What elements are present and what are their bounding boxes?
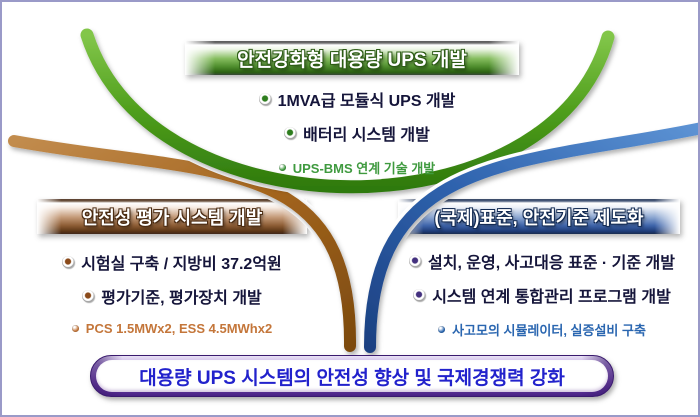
target-bullet-icon bbox=[258, 93, 271, 105]
dot-bullet-icon bbox=[278, 164, 286, 171]
dot-bullet-icon bbox=[438, 326, 446, 333]
right-item-2-label: 시스템 연계 통합관리 프로그램 개발 bbox=[432, 289, 671, 306]
bottom-banner-inner: 대용량 UPS 시스템의 안전성 향상 및 국제경쟁력 강화 bbox=[96, 360, 608, 392]
right-item-1-label: 설치, 운영, 사고대응 표준 · 기준 개발 bbox=[428, 255, 675, 272]
top-section-items: 1MVA급 모듈식 UPS 개발 배터리 시스템 개발 UPS-BMS 연계 기… bbox=[207, 87, 507, 177]
top-item-2: 배터리 시스템 개발 bbox=[284, 121, 430, 145]
left-item-1-label: 시험실 구축 / 지방비 37.2억원 bbox=[81, 256, 282, 273]
target-bullet-icon bbox=[82, 290, 95, 302]
blue-ribbon bbox=[364, 122, 698, 353]
right-section-items: 설치, 운영, 사고대응 표준 · 기준 개발 시스템 연계 통합관리 프로그램… bbox=[390, 249, 694, 339]
target-bullet-icon bbox=[62, 256, 75, 268]
right-banner: (국제)표준, 안전기준 제도화 bbox=[398, 199, 680, 234]
left-sub-item-label: PCS 1.5MWx2, ESS 4.5MWhx2 bbox=[85, 321, 273, 336]
right-banner-label: (국제)표준, 안전기준 제도화 bbox=[434, 207, 644, 228]
top-sub-item: UPS-BMS 연계 기술 개발 bbox=[278, 158, 436, 177]
top-banner: 안전강화형 대용량 UPS 개발 bbox=[185, 41, 519, 75]
dot-bullet-icon bbox=[71, 325, 79, 332]
right-sub-item: 사고모의 시뮬레이터, 실증설비 구축 bbox=[438, 320, 646, 339]
green-ribbon bbox=[80, 28, 615, 194]
right-item-1: 설치, 운영, 사고대응 표준 · 기준 개발 bbox=[409, 249, 675, 273]
conclusion-text: 대용량 UPS 시스템의 안전성 향상 및 국제경쟁력 강화 bbox=[139, 367, 565, 389]
right-item-2: 시스템 연계 통합관리 프로그램 개발 bbox=[413, 283, 671, 307]
top-item-1: 1MVA급 모듈식 UPS 개발 bbox=[258, 87, 456, 111]
top-sub-item-label: UPS-BMS 연계 기술 개발 bbox=[292, 161, 436, 176]
left-banner: 안전성 평가 시스템 개발 bbox=[37, 199, 307, 234]
left-item-1: 시험실 구축 / 지방비 37.2억원 bbox=[62, 250, 282, 274]
bottom-banner: 대용량 UPS 시스템의 안전성 향상 및 국제경쟁력 강화 bbox=[90, 355, 614, 397]
right-sub-item-label: 사고모의 시뮬레이터, 실증설비 구축 bbox=[452, 323, 646, 338]
left-sub-item: PCS 1.5MWx2, ESS 4.5MWhx2 bbox=[71, 321, 273, 336]
left-section-items: 시험실 구축 / 지방비 37.2억원 평가기준, 평가장치 개발 PCS 1.… bbox=[30, 250, 314, 336]
left-item-2-label: 평가기준, 평가장치 개발 bbox=[101, 290, 262, 307]
target-bullet-icon bbox=[413, 289, 426, 301]
top-item-1-label: 1MVA급 모듈식 UPS 개발 bbox=[277, 93, 456, 110]
top-item-2-label: 배터리 시스템 개발 bbox=[303, 127, 430, 144]
target-bullet-icon bbox=[409, 255, 421, 267]
target-bullet-icon bbox=[284, 127, 297, 139]
left-banner-label: 안전성 평가 시스템 개발 bbox=[81, 207, 263, 228]
left-item-2: 평가기준, 평가장치 개발 bbox=[82, 284, 262, 308]
top-banner-label: 안전강화형 대용량 UPS 개발 bbox=[237, 49, 467, 71]
